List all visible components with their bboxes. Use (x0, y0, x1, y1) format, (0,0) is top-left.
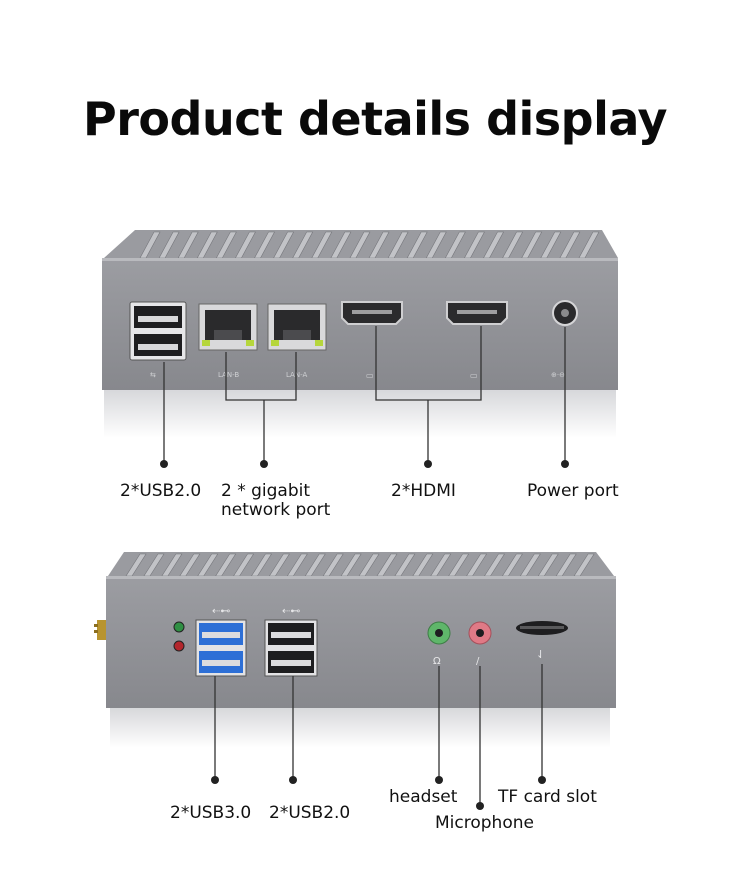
label-microphone: Microphone (435, 813, 534, 833)
label-hdmi: 2*HDMI (391, 481, 456, 501)
top-fins (139, 231, 600, 259)
bottom-dot-headset (435, 776, 443, 784)
bottom-device-reflection (110, 708, 610, 748)
top-silk-dc: ⊕·⊖ (551, 371, 565, 379)
top-leader-lines (163, 326, 566, 464)
tf-card-slot (516, 621, 568, 635)
bottom-heatsink (108, 552, 614, 576)
label-top-usb2: 2*USB2.0 (120, 481, 202, 501)
label-headset: headset (389, 787, 458, 807)
top-dot-power (561, 460, 569, 468)
bottom-fins (125, 553, 595, 577)
usb2-symbol-icon: ⇠⊷ (282, 606, 300, 617)
top-device: ⇆ LAN-B LAN-A ▭ ▭ ⊕·⊖ (102, 230, 618, 468)
top-power-jack (552, 300, 578, 326)
label-power-port: Power port (527, 481, 619, 501)
top-silk-lan-a: LAN-A (286, 371, 307, 379)
hdd-led (173, 640, 185, 652)
bottom-front-panel (106, 576, 616, 708)
power-led (173, 621, 185, 633)
top-hdmi-port-1 (341, 301, 403, 325)
headset-jack (427, 621, 451, 645)
top-lan-port-b (198, 303, 258, 351)
top-silk-hdmi-1: ▭ (366, 371, 374, 380)
mic-icon: / (476, 656, 480, 667)
bottom-device: ⇠⊷ ⇠⊷ Ω / ⇃ (94, 552, 616, 810)
top-dot-hdmi (424, 460, 432, 468)
microphone-jack (468, 621, 492, 645)
bottom-leader-lines (214, 664, 543, 806)
top-usb2-ports (129, 301, 187, 361)
headphone-icon: Ω (433, 656, 441, 667)
top-silk-usb: ⇆ (150, 371, 156, 379)
bottom-dot-microphone (476, 802, 484, 810)
usb3-symbol-icon: ⇠⊷ (212, 606, 230, 617)
top-silk-hdmi-2: ▭ (470, 371, 478, 380)
bottom-dot-usb2 (289, 776, 297, 784)
top-dot-usb2 (160, 460, 168, 468)
top-device-reflection (104, 390, 616, 438)
bottom-dot-tf (538, 776, 546, 784)
label-bottom-usb2: 2*USB2.0 (269, 803, 351, 823)
page-title: Product details display (83, 92, 667, 146)
label-lan-line2: network port (221, 500, 331, 520)
tf-card-icon: ⇃ (536, 648, 545, 661)
top-hdmi-port-2 (446, 301, 508, 325)
top-silk-lan-b: LAN-B (218, 371, 239, 379)
bottom-usb2-ports (264, 619, 318, 677)
bottom-dot-usb3 (211, 776, 219, 784)
label-tf-card-slot: TF card slot (498, 787, 597, 807)
top-lan-port-a (267, 303, 327, 351)
label-lan-line1: 2 * gigabit (221, 481, 311, 501)
label-bottom-usb3: 2*USB3.0 (170, 803, 252, 823)
bottom-usb3-ports (195, 619, 247, 677)
antenna-connector (94, 620, 106, 640)
top-dot-lan (260, 460, 268, 468)
